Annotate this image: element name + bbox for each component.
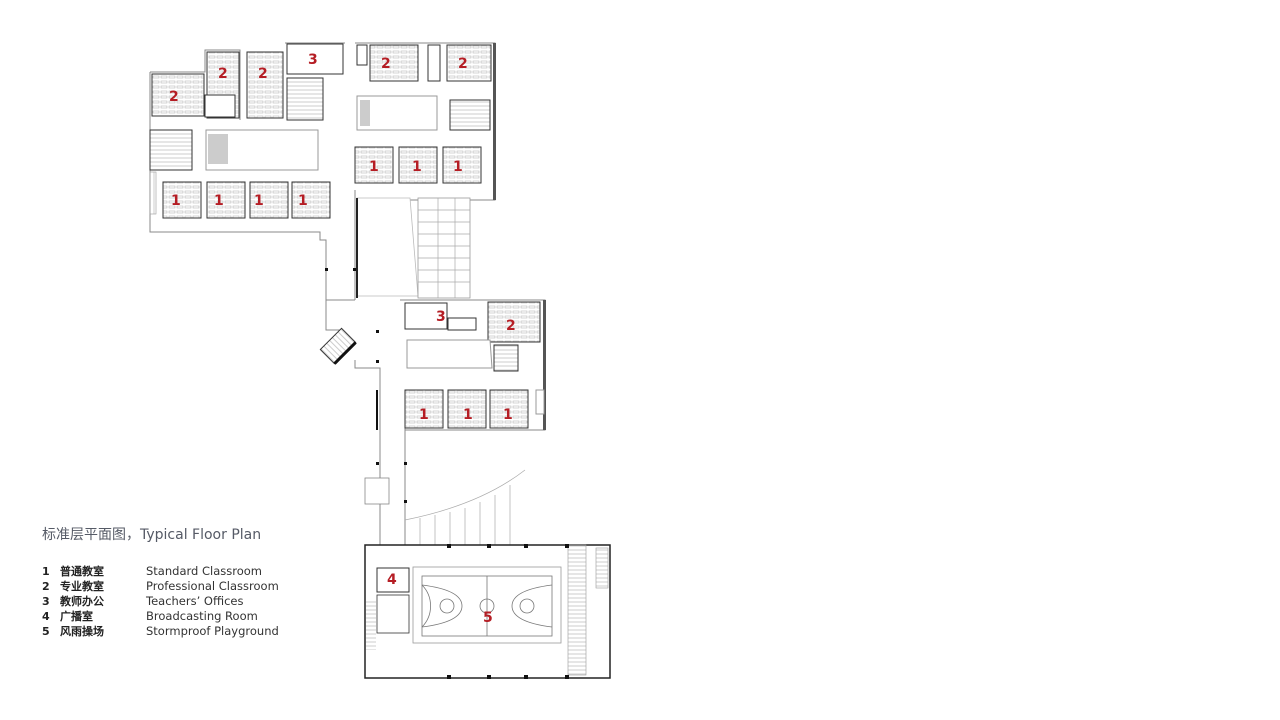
room-label: 1 (369, 159, 379, 175)
room-label: 3 (308, 52, 318, 68)
room-label: 1 (503, 407, 513, 423)
room-label: 5 (483, 610, 493, 626)
legend-number: 5 (42, 625, 50, 638)
room-label: 2 (218, 66, 228, 82)
legend-item: 2 专业教室 Professional Classroom (42, 579, 279, 594)
legend-item: 4 广播室 Broadcasting Room (42, 609, 279, 624)
plan-title: 标准层平面图，Typical Floor Plan (42, 524, 261, 544)
legend-number: 3 (42, 595, 50, 608)
room-label: 1 (214, 193, 224, 209)
columns (325, 268, 407, 503)
legend-cn-label: 普通教室 (60, 565, 104, 578)
room-label: 2 (458, 56, 468, 72)
room-label: 1 (298, 193, 308, 209)
plan-title-cn: 标准层平面图， (42, 527, 140, 543)
legend-en-label: Stormproof Playground (146, 624, 279, 638)
room-label: 2 (381, 56, 391, 72)
planter (364, 477, 390, 505)
legend-en-label: Teachers’ Offices (146, 594, 244, 608)
legend-cn-label: 专业教室 (60, 580, 104, 593)
room-label: 2 (169, 89, 179, 105)
legend-cn-label: 风雨操场 (60, 625, 104, 638)
legend-item: 5 风雨操场 Stormproof Playground (42, 624, 279, 639)
north-east-block (354, 43, 496, 200)
legend-en-label: Standard Classroom (146, 564, 262, 578)
gymnasium (364, 544, 611, 679)
room-label: 1 (463, 407, 473, 423)
legend-item: 3 教师办公 Teachers’ Offices (42, 594, 279, 609)
legend-number: 2 (42, 580, 50, 593)
legend-cn-label: 教师办公 (60, 595, 104, 608)
legend-en-label: Professional Classroom (146, 579, 279, 593)
plan-title-en: Typical Floor Plan (140, 527, 262, 543)
west-wing (149, 43, 344, 219)
room-label: 1 (171, 193, 181, 209)
legend: 1 普通教室 Standard Classroom 2 专业教室 Profess… (42, 564, 279, 639)
room-label: 2 (506, 318, 516, 334)
bleachers (404, 469, 526, 546)
legend-number: 4 (42, 610, 50, 623)
central-atrium (356, 197, 471, 299)
room-label: 1 (412, 159, 422, 175)
room-label: 1 (419, 407, 429, 423)
legend-number: 1 (42, 565, 50, 578)
room-label: 3 (436, 309, 446, 325)
room-label: 1 (254, 193, 264, 209)
legend-en-label: Broadcasting Room (146, 609, 258, 623)
middle-east-block (404, 300, 546, 430)
room-label: 4 (387, 572, 397, 588)
legend-cn-label: 广播室 (60, 610, 93, 623)
room-labels: 2 2 2 3 2 2 1 1 1 1 1 1 1 3 2 1 1 1 4 5 (169, 52, 516, 626)
angled-stair (319, 327, 357, 365)
legend-item: 1 普通教室 Standard Classroom (42, 564, 279, 579)
room-label: 2 (258, 66, 268, 82)
room-label: 1 (453, 159, 463, 175)
